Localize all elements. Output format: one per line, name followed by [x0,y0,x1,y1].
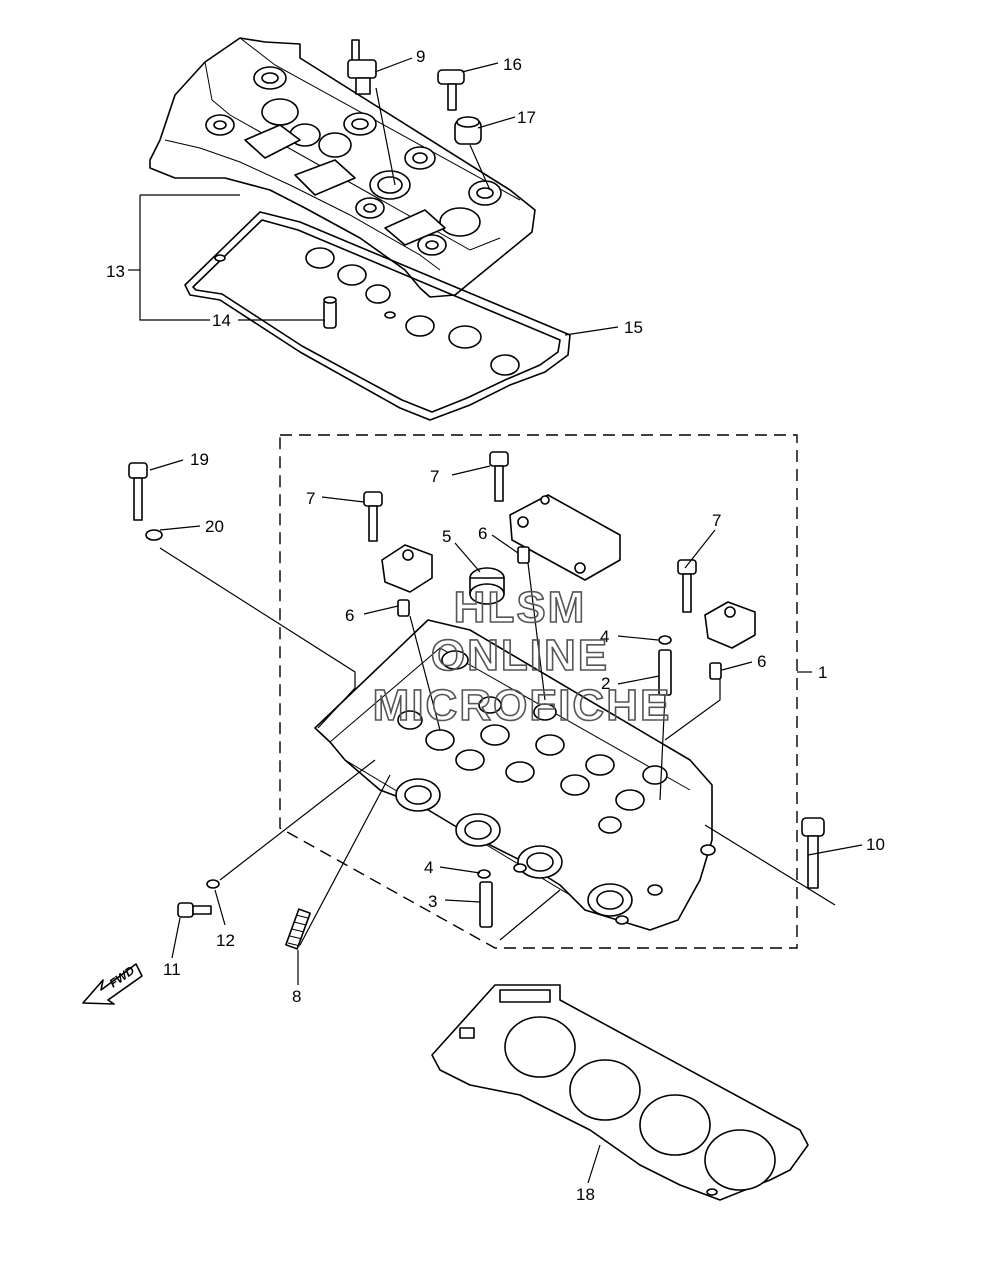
callout-7-right: 7 [712,511,721,530]
callout-10: 10 [866,835,885,854]
callout-2: 2 [601,674,610,693]
callout-8: 8 [292,987,301,1006]
side-bolt-washer [206,879,220,889]
callout-15: 15 [624,318,643,337]
callout-18: 18 [576,1185,595,1204]
cam-cap-bolt-left [363,491,383,542]
watermark: HLSM ONLINE MICROFICHE [372,582,672,731]
dowel-pin-right [709,662,722,680]
callout-4-upper: 4 [600,627,609,646]
head-bolt-washer [145,529,163,541]
cover-grommet [454,116,482,145]
exhaust-valve-guide [479,881,493,928]
cover-bolt [437,69,465,111]
watermark-line-1: HLSM [454,583,587,632]
watermark-line-3: MICROFICHE [373,681,672,730]
callout-3: 3 [428,892,437,911]
side-bolt [177,902,212,918]
callout-6-left: 6 [345,606,354,625]
cylinder-head-assembly-outline [279,434,798,949]
cover-dowel-pin [323,296,337,329]
callout-4-lower: 4 [424,858,433,877]
callout-5: 5 [442,527,451,546]
callout-7-center: 7 [430,467,439,486]
callout-20: 20 [205,517,224,536]
head-bolt-small [128,462,148,521]
callout-12: 12 [216,931,235,950]
head-cover-gasket [184,211,571,421]
cam-cap-bolt-center [489,451,509,502]
cylinder-head-bolt [801,817,825,889]
callout-16: 16 [503,55,522,74]
callout-19: 19 [190,450,209,469]
valve-guide-clip-lower [477,869,491,879]
head-plug [469,567,505,605]
camshaft-cap-right [704,601,756,649]
callout-11: 11 [163,960,181,979]
watermark-line-2: ONLINE [431,631,609,680]
forward-direction-arrow: FWD [82,963,143,1005]
camshaft-cap-center [509,494,621,581]
callout-1: 1 [818,663,827,682]
dowel-pin-left [397,599,410,617]
cylinder-head-cover [149,37,536,298]
callout-17: 17 [517,108,536,127]
leader-lines [128,57,863,1184]
callout-9: 9 [416,47,425,66]
callout-7-left: 7 [306,489,315,508]
cylinder-head [314,619,716,931]
cam-cap-bolt-right [677,559,697,613]
exhaust-stud-bolt [285,908,311,950]
callout-13: 13 [106,262,125,281]
callout-14: 14 [212,311,231,330]
callout-6-right: 6 [757,652,766,671]
callout-6-center: 6 [478,524,487,543]
callout-labels: 9 16 17 13 14 15 19 20 7 7 7 5 6 6 6 4 2… [106,47,885,1204]
camshaft-cap-left [381,544,433,593]
dowel-pin-center [517,546,530,564]
valve-guide-clip-upper [658,635,672,645]
spark-plug-seal [347,39,377,95]
cylinder-head-gasket [431,984,809,1201]
